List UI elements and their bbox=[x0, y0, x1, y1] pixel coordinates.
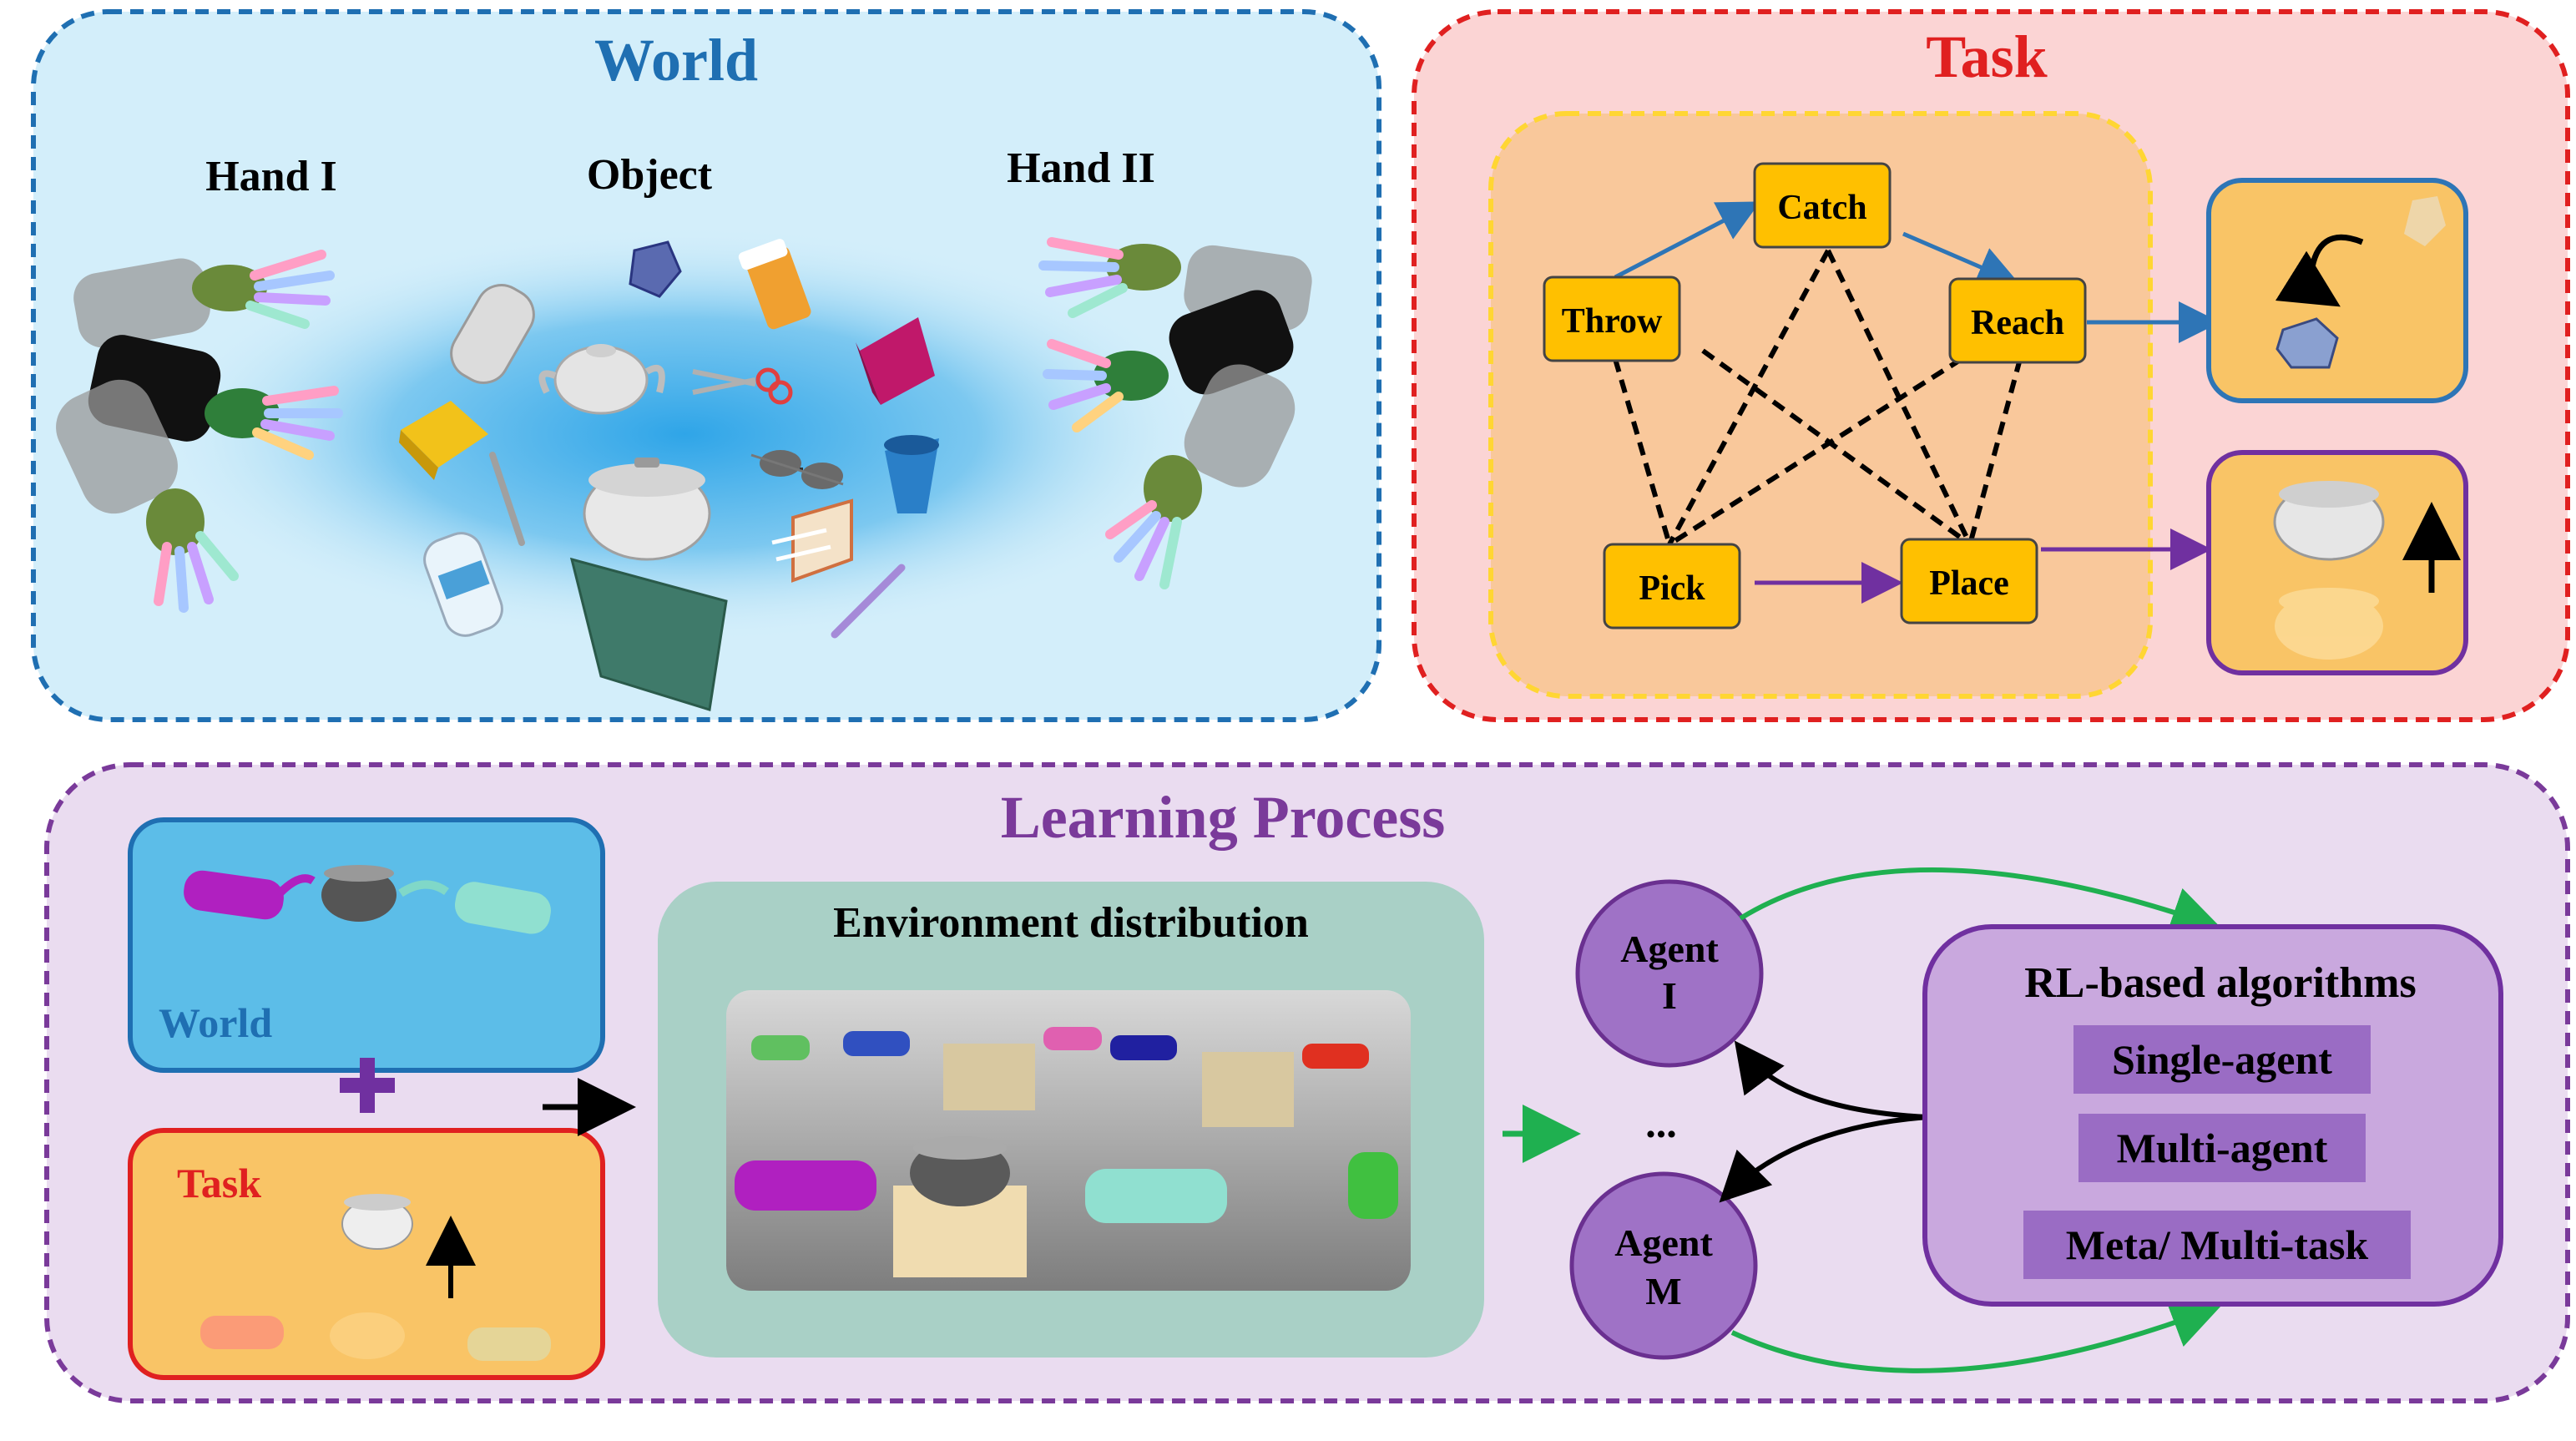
rl-to-agent-m-arrow bbox=[1719, 1115, 1929, 1203]
agent-m-label-line2: M bbox=[1645, 1270, 1681, 1312]
algorithm-meta-multi-task-label: Meta/ Multi-task bbox=[2066, 1221, 2369, 1268]
plus-icon bbox=[340, 1058, 395, 1113]
place-result-box bbox=[2206, 450, 2468, 675]
pill-bottle-object bbox=[738, 239, 811, 330]
teapot-object bbox=[538, 344, 665, 415]
algorithm-single-agent-label: Single-agent bbox=[2112, 1036, 2332, 1083]
pen-object bbox=[831, 564, 906, 639]
hand-2-label: Hand II bbox=[1007, 144, 1155, 192]
task-node-place-label: Place bbox=[1929, 564, 2009, 603]
task-node-reach: Reach bbox=[1948, 277, 2087, 364]
agent-1-to-rl-arrow bbox=[1739, 867, 2222, 936]
task-node-catch: Catch bbox=[1753, 162, 1892, 249]
pencil-object bbox=[489, 452, 525, 546]
task-node-pick-label: Pick bbox=[1639, 569, 1705, 608]
hand-2-fingers-mid bbox=[1043, 339, 1169, 432]
pot-object bbox=[583, 458, 711, 561]
agents-ellipsis: ... bbox=[1645, 1100, 1677, 1146]
agent-1-label-line1: Agent bbox=[1620, 928, 1719, 970]
hand-1-fingers-mid bbox=[205, 386, 343, 460]
pot-icon bbox=[2273, 481, 2385, 561]
scissors-object bbox=[692, 367, 793, 405]
hand-1-fingers-top bbox=[192, 250, 335, 329]
rl-algorithms-title: RL-based algorithms bbox=[2024, 959, 2416, 1007]
hand-1-label: Hand I bbox=[205, 153, 337, 200]
agent-m-node[interactable]: Agent M bbox=[1569, 1171, 1758, 1360]
rl-to-agent-1-arrow bbox=[1734, 1040, 1929, 1120]
reach-result-box bbox=[2206, 178, 2468, 403]
magenta-arm-icon bbox=[184, 870, 284, 920]
task-node-throw-label: Throw bbox=[1562, 302, 1663, 341]
lego-brick-object bbox=[856, 317, 935, 405]
learning-panel: Learning Process World Task bbox=[44, 762, 2570, 1403]
environment-distribution-box: Environment distribution bbox=[658, 882, 1484, 1358]
rl-algorithms-box: RL-based algorithms Single-agent Multi-a… bbox=[1922, 924, 2503, 1307]
task-panel: Task Catch Throw bbox=[1412, 9, 2570, 722]
agent-1-label-line2: I bbox=[1662, 974, 1677, 1017]
hand-1-fingers-bottom bbox=[146, 488, 239, 613]
task-node-reach-label: Reach bbox=[1971, 304, 2064, 342]
hand-1-illustration bbox=[56, 250, 343, 613]
world-glow bbox=[150, 225, 1219, 643]
algorithm-multi-agent[interactable]: Multi-agent bbox=[2078, 1114, 2366, 1182]
task-title: Task bbox=[1926, 23, 2047, 90]
agent-m-label-line1: Agent bbox=[1614, 1221, 1713, 1264]
bottle-object bbox=[450, 284, 535, 384]
water-bottle-object bbox=[423, 532, 503, 637]
task-graph-dashed-edges bbox=[1613, 249, 2023, 547]
learning-task-box: Task bbox=[128, 1128, 605, 1380]
sunglasses-object bbox=[750, 450, 844, 489]
algorithm-single-agent[interactable]: Single-agent bbox=[2073, 1025, 2371, 1094]
drawer-object bbox=[771, 498, 853, 583]
learning-world-label: World bbox=[159, 999, 272, 1046]
task-node-catch-label: Catch bbox=[1777, 189, 1866, 227]
algorithm-multi-agent-label: Multi-agent bbox=[2117, 1125, 2328, 1171]
environment-distribution-title: Environment distribution bbox=[833, 899, 1309, 947]
learning-title: Learning Process bbox=[1001, 784, 1446, 851]
world-title: World bbox=[594, 27, 758, 94]
learning-task-label: Task bbox=[177, 1160, 261, 1206]
gem-object bbox=[629, 240, 682, 298]
cup-object bbox=[884, 435, 939, 513]
pot-icon bbox=[321, 868, 397, 922]
hand-2-fingers-top bbox=[1038, 237, 1181, 318]
objects-illustration bbox=[399, 239, 939, 711]
task-graph-blue-edges bbox=[1614, 201, 2220, 343]
object-label: Object bbox=[587, 151, 713, 199]
toy-block-object bbox=[399, 401, 488, 480]
task-node-throw: Throw bbox=[1543, 276, 1681, 362]
gem-icon bbox=[2275, 317, 2339, 369]
door-object bbox=[569, 557, 728, 711]
hand-2-fingers-bottom bbox=[1105, 455, 1202, 589]
world-panel: World Hand I Object Hand II bbox=[31, 9, 1381, 722]
algorithm-meta-multi-task[interactable]: Meta/ Multi-task bbox=[2023, 1211, 2411, 1279]
learning-world-box: World bbox=[128, 817, 605, 1073]
faded-gem-icon bbox=[2404, 196, 2446, 246]
task-graph-purple-edges bbox=[1755, 528, 2212, 604]
agent-1-node[interactable]: Agent I bbox=[1575, 879, 1764, 1068]
environment-arms bbox=[735, 1027, 1398, 1223]
task-node-pick: Pick bbox=[1603, 543, 1741, 629]
task-node-place: Place bbox=[1900, 538, 2038, 624]
teal-arm-icon bbox=[454, 882, 551, 934]
faded-pot-icon bbox=[2275, 588, 2383, 660]
agent-m-to-rl-arrow bbox=[1730, 1299, 2222, 1373]
faded-scene-icon bbox=[200, 1312, 551, 1361]
hand-2-illustration bbox=[1038, 237, 1312, 589]
curved-arrow-icon bbox=[2275, 234, 2364, 307]
